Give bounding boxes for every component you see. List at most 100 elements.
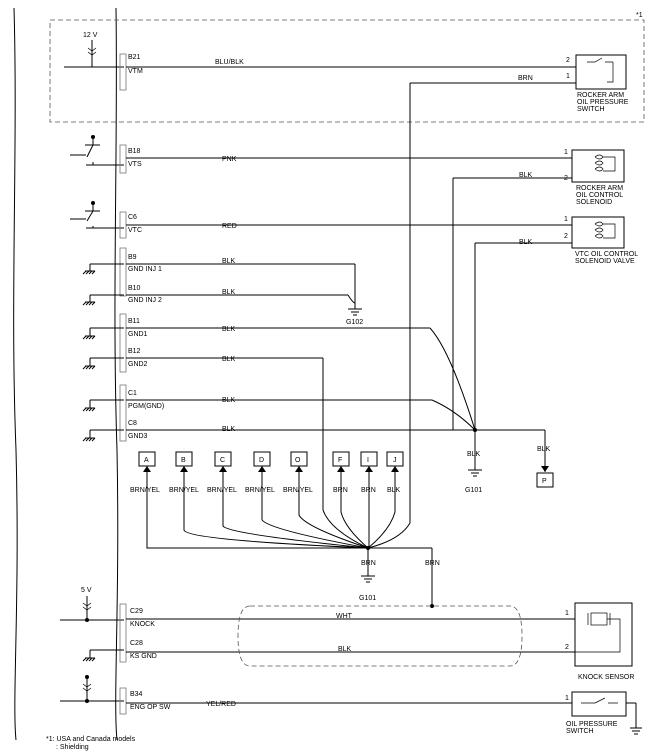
pin-c29: C29: [130, 608, 143, 615]
svg-text:J: J: [393, 457, 397, 464]
ground-g101-upper-symbol: [468, 469, 482, 477]
usa-canada-region: [49, 19, 645, 123]
ecm-outline-left: [13, 7, 18, 741]
knock-sensor-symbol: [574, 602, 633, 667]
wire-label-yel-red: YEL/RED: [206, 701, 236, 708]
pin-b34: B34: [130, 691, 143, 698]
svg-text:1: 1: [565, 695, 569, 702]
rocker-solenoid-symbol: [571, 149, 625, 183]
svg-text:I: I: [367, 457, 369, 464]
pin-b11: B11: [128, 318, 140, 325]
wire-label-red: RED: [222, 223, 237, 230]
svg-text:BRN: BRN: [361, 487, 376, 494]
pin-gnd2: GND2: [128, 361, 148, 368]
transistor-vtc: [85, 210, 100, 228]
svg-text:BLK: BLK: [222, 397, 236, 404]
svg-text:B: B: [181, 457, 186, 464]
svg-text:BLK: BLK: [222, 326, 236, 333]
svg-text:BRN/YEL: BRN/YEL: [245, 487, 275, 494]
wire-label-pnk: PNK: [222, 156, 237, 163]
svg-text:BLK: BLK: [467, 451, 481, 458]
pin-c1: C1: [128, 390, 137, 397]
svg-text:BLK: BLK: [222, 426, 236, 433]
pin-c6: C6: [128, 214, 137, 221]
pin-b9: B9: [128, 254, 137, 261]
pin-b10: B10: [128, 285, 141, 292]
svg-text:A: A: [144, 457, 149, 464]
svg-text:BRN: BRN: [333, 487, 348, 494]
svg-text:BLK: BLK: [222, 289, 236, 296]
svg-text:BLK: BLK: [338, 646, 352, 653]
pin-ks-gnd: KS GND: [130, 653, 157, 660]
label-rocker-switch-3: SWITCH: [577, 106, 605, 113]
svg-text:2: 2: [566, 57, 570, 64]
svg-text:BLK: BLK: [519, 172, 533, 179]
pin-c8: C8: [128, 420, 137, 427]
vtc-valve-symbol: [571, 216, 625, 249]
wire-label-blu-blk: BLU/BLK: [215, 59, 244, 66]
wire-label-wht: WHT: [336, 613, 353, 620]
connector-i: [360, 451, 378, 467]
pin-c28: C28: [130, 640, 143, 647]
label-vtc-valve-1: VTC OIL CONTROL: [575, 251, 638, 258]
pin-eng-op-sw: ENG OP SW: [130, 704, 171, 711]
footnote-line1: *1: USA and Canada models: [46, 736, 136, 743]
pin-vtm: VTM: [128, 68, 143, 75]
label-vtc-valve-2: SOLENOID VALVE: [575, 258, 635, 265]
pin-gnd-inj2: GND INJ 2: [128, 297, 162, 304]
svg-text:BLK: BLK: [222, 356, 236, 363]
ground-g102-symbol: [347, 294, 362, 316]
svg-text:1: 1: [564, 216, 568, 223]
ecm-terminal-block-1: [119, 53, 127, 91]
svg-text:O: O: [295, 457, 301, 464]
svg-text:P: P: [542, 478, 547, 485]
label-knock-sensor: KNOCK SENSOR: [578, 674, 634, 681]
label-oil-switch-1: OIL PRESSURE: [566, 721, 618, 728]
supply-5v-label: 5 V: [81, 587, 92, 594]
svg-text:1: 1: [565, 610, 569, 617]
svg-text:BLK: BLK: [387, 487, 401, 494]
label-rocker-solenoid-1: ROCKER ARM: [576, 185, 623, 192]
connector-group: A B C D O F I J BRN/YEL BRN/YEL BRN/YEL …: [130, 451, 411, 549]
transistor-vts: [85, 144, 100, 165]
ground-rows: B9 GND INJ 1 BLK B10 GND INJ 2 BLK G102 …: [82, 247, 545, 549]
oil-switch-ground: [630, 703, 642, 735]
pin-b21: B21: [128, 54, 141, 61]
label-rocker-solenoid-2: OIL CONTROL: [576, 192, 623, 199]
ground-g101-lower-symbol: [361, 575, 375, 583]
pin-vts: VTS: [128, 161, 142, 168]
svg-text:BRN/YEL: BRN/YEL: [283, 487, 313, 494]
pin-gnd3: GND3: [128, 433, 148, 440]
svg-text:D: D: [259, 457, 264, 464]
oil-pressure-switch-symbol: [571, 691, 627, 717]
label-g101-upper: G101: [465, 487, 482, 494]
label-rocker-solenoid-3: SOLENOID: [576, 199, 612, 206]
label-oil-switch-2: SWITCH: [566, 728, 594, 735]
pin-knock: KNOCK: [130, 621, 155, 628]
pin-vtc: VTC: [128, 227, 142, 234]
label-g101-lower: G101: [359, 595, 376, 602]
svg-text:BRN: BRN: [361, 560, 376, 567]
label-rocker-switch-2: OIL PRESSURE: [577, 99, 629, 106]
ecm-outline-right: [114, 7, 119, 741]
pin-pgm-gnd: PGM(GND): [128, 403, 164, 410]
label-g102: G102: [346, 319, 363, 326]
svg-text:BRN/YEL: BRN/YEL: [130, 487, 160, 494]
supply-12v-label: 12 V: [83, 32, 98, 39]
pin-b18: B18: [128, 148, 141, 155]
rocker-switch-symbol: [575, 54, 627, 90]
svg-text:BLK: BLK: [519, 239, 533, 246]
svg-text:F: F: [338, 457, 342, 464]
pin-gnd1: GND1: [128, 331, 148, 338]
label-rocker-switch-1: ROCKER ARM: [577, 92, 624, 99]
svg-text:BLK: BLK: [537, 446, 551, 453]
svg-text:2: 2: [565, 644, 569, 651]
svg-text:BRN: BRN: [518, 75, 533, 82]
svg-text:BRN/YEL: BRN/YEL: [207, 487, 237, 494]
svg-text:BLK: BLK: [222, 258, 236, 265]
pin-gnd-inj1: GND INJ 1: [128, 266, 162, 273]
pin-b12: B12: [128, 348, 141, 355]
resistor-5v: [82, 602, 92, 611]
connector-p: [536, 472, 554, 488]
